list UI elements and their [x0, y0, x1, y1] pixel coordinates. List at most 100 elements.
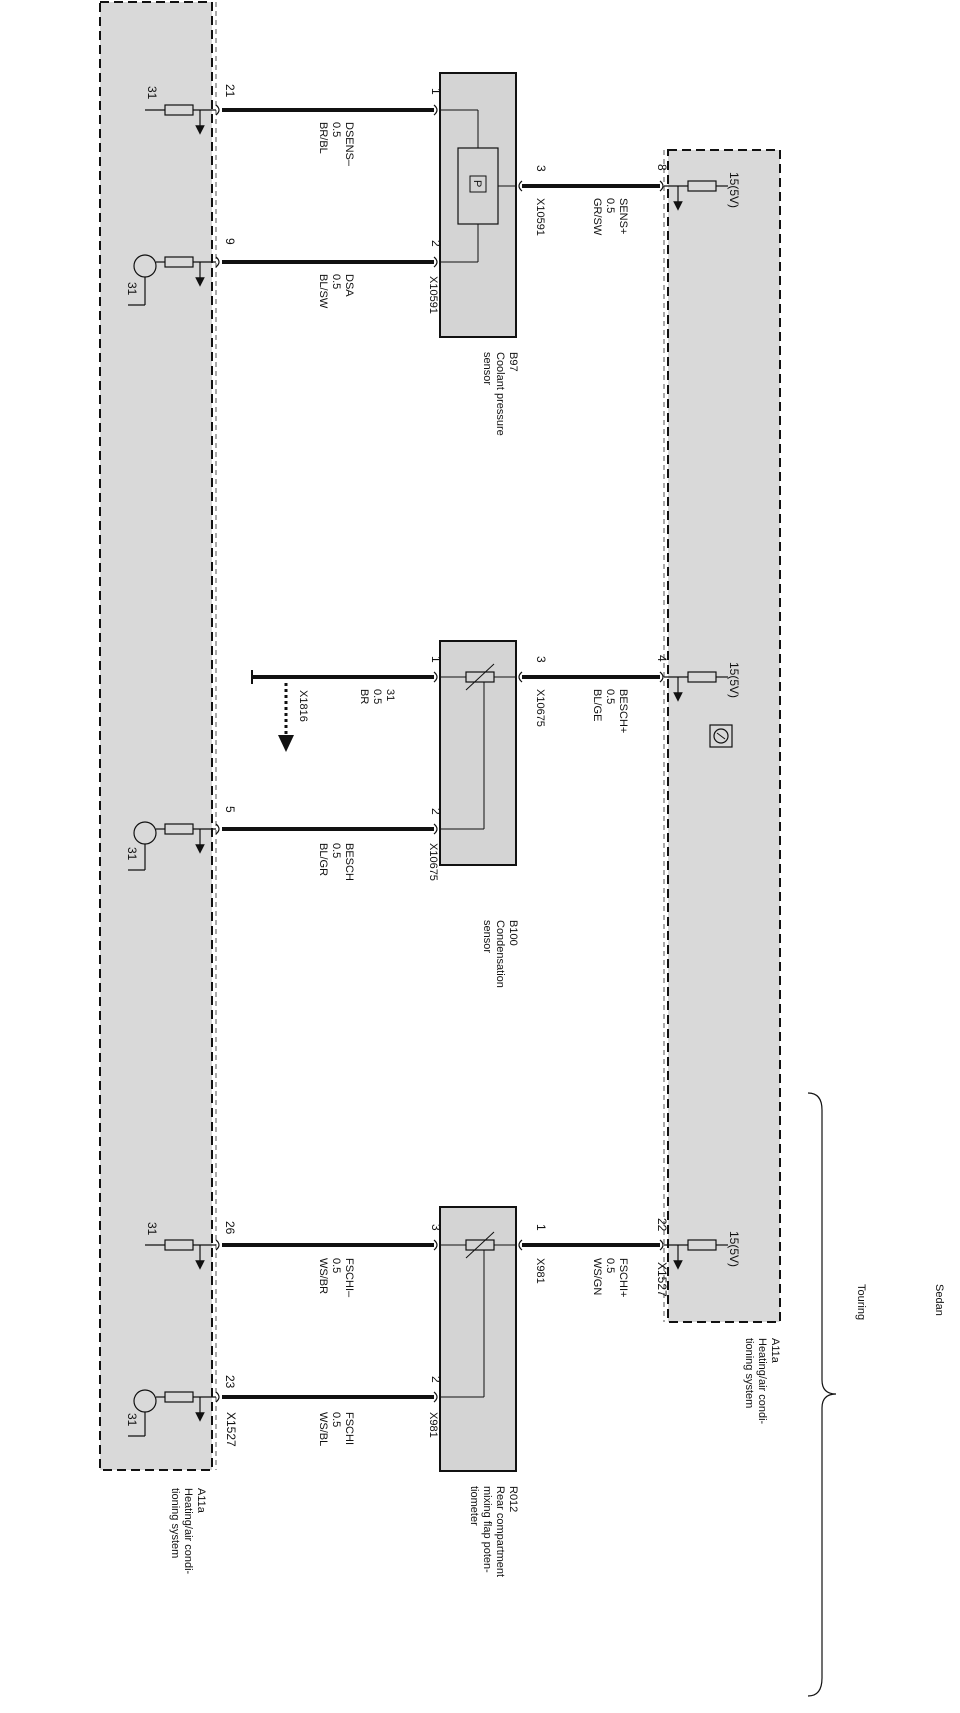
ground-label: 31 [145, 1222, 159, 1236]
ground-label: 31 [125, 1413, 139, 1427]
pin-number: 26 [223, 1221, 237, 1235]
wire-label-fschi: FSCHI 0.5 WS/BL [317, 1412, 355, 1446]
b100-id: B100 [507, 920, 519, 946]
right-module-name: tioning system [743, 1338, 755, 1408]
supply-label: 15(5V) [727, 1231, 741, 1267]
connector-label: X10591 [534, 198, 546, 236]
wire-label-besch-plus: BESCH+ 0.5 BL/GE [591, 689, 629, 733]
svg-text:WS/GN: WS/GN [591, 1258, 603, 1295]
left-module-id: A11a [195, 1488, 207, 1514]
svg-text:0.5: 0.5 [330, 843, 342, 858]
b97-name: sensor [481, 352, 493, 385]
svg-text:0.5: 0.5 [371, 689, 383, 704]
pin-number: 1 [534, 1224, 548, 1231]
wire-label-dsens: DSENS– 0.5 BR/BL [317, 122, 355, 167]
connector-label: X10675 [534, 689, 546, 727]
r012-box [439, 1206, 517, 1472]
pin-number: 3 [534, 656, 548, 663]
potentiometer-symbol [440, 1231, 516, 1398]
connector-label: X981 [427, 1412, 439, 1438]
variant-label-touring: Touring [855, 1284, 867, 1320]
ground-label: 31 [145, 86, 159, 100]
left-circuit-pin-5 [128, 821, 216, 871]
ground-symbol [251, 670, 294, 752]
svg-text:DSA: DSA [343, 274, 355, 297]
ground-label: 31 [125, 282, 139, 296]
svg-text:BR: BR [358, 689, 370, 704]
svg-text:0.5: 0.5 [604, 689, 616, 704]
pin-number: 3 [429, 1224, 443, 1231]
svg-text:DSENS–: DSENS– [343, 122, 355, 167]
svg-text:BESCH+: BESCH+ [617, 689, 629, 733]
svg-text:FSCHI+: FSCHI+ [617, 1258, 629, 1297]
pin-number: 4 [655, 655, 669, 662]
right-circuit-pin-22 [664, 1239, 728, 1270]
svg-text:0.5: 0.5 [330, 122, 342, 137]
supply-label: 15(5V) [727, 662, 741, 698]
wire-label-fschi-plus: FSCHI+ 0.5 WS/GN [591, 1258, 629, 1297]
left-circuit-pin-23 [128, 1389, 216, 1437]
supply-label: 15(5V) [727, 172, 741, 208]
svg-text:BL/GE: BL/GE [591, 689, 603, 721]
right-circuit-pin-4 [664, 671, 728, 702]
svg-text:FSCHI: FSCHI [343, 1412, 355, 1445]
left-module-name: tioning system [169, 1488, 181, 1558]
ground-label: 31 [125, 847, 139, 861]
connector-label: X1527 [224, 1412, 238, 1447]
b100-name: sensor [481, 920, 493, 953]
pin-number: 2 [429, 240, 443, 247]
wires [222, 108, 660, 1399]
pin-number: 5 [223, 806, 237, 813]
svg-text:0.5: 0.5 [604, 198, 616, 213]
connector-label: X10675 [427, 843, 439, 881]
right-module-id: A11a [769, 1338, 781, 1364]
svg-text:BL/SW: BL/SW [317, 274, 329, 309]
svg-text:0.5: 0.5 [330, 1258, 342, 1273]
svg-text:BL/GR: BL/GR [317, 843, 329, 876]
pin-number: 2 [429, 808, 443, 815]
svg-text:0.5: 0.5 [330, 274, 342, 289]
svg-text:P: P [471, 180, 483, 187]
left-circuit-pin-26 [145, 1239, 216, 1270]
svg-text:GR/SW: GR/SW [591, 198, 603, 236]
connector-label: X10591 [427, 276, 439, 314]
condensation-sensor-symbol [440, 663, 516, 830]
b97-name: Coolant pressure [494, 352, 506, 436]
svg-text:WS/BL: WS/BL [317, 1412, 329, 1446]
b97-id: B97 [507, 352, 519, 372]
pin-number: 21 [223, 84, 237, 98]
svg-text:31: 31 [384, 689, 396, 701]
pin-number: 23 [223, 1375, 237, 1389]
right-module-box [667, 149, 781, 1323]
r012-id: R012 [507, 1486, 519, 1512]
svg-text:0.5: 0.5 [330, 1412, 342, 1427]
svg-text:0.5: 0.5 [604, 1258, 616, 1273]
pin-number: 9 [223, 238, 237, 245]
pin-number: 1 [429, 88, 443, 95]
svg-text:BR/BL: BR/BL [317, 122, 329, 154]
terminal-hooks [215, 104, 664, 1403]
pin-number: 2 [429, 1376, 443, 1383]
electronic-module-icon [709, 724, 733, 748]
left-module-name: Heating/air condi- [182, 1488, 194, 1575]
wire-label-sens: SENS+ 0.5 GR/SW [591, 198, 629, 236]
svg-text:FSCHI–: FSCHI– [343, 1258, 355, 1298]
wire-label-besch: BESCH 0.5 BL/GR [317, 843, 355, 881]
r012-name: tiometer [468, 1486, 480, 1526]
right-module-name: Heating/air condi- [756, 1338, 768, 1425]
pin-number: 22 [655, 1218, 669, 1232]
ground-connector-label: X1816 [297, 690, 309, 722]
r012-name: mixing flap poten- [481, 1486, 493, 1573]
wire-label-ground31: 31 0.5 BR [358, 689, 396, 704]
connector-label: X1527 [655, 1262, 669, 1297]
svg-text:BESCH: BESCH [343, 843, 355, 881]
left-module-box [99, 1, 213, 1471]
pin-number: 3 [534, 165, 548, 172]
pin-number: 1 [429, 656, 443, 663]
svg-text:WS/BR: WS/BR [317, 1258, 329, 1294]
b100-name: Condensation [494, 920, 506, 988]
left-circuit-pin-21 [145, 104, 216, 135]
wire-label-fschi-minus: FSCHI– 0.5 WS/BR [317, 1258, 355, 1298]
right-circuit-pin-8 [664, 180, 728, 211]
